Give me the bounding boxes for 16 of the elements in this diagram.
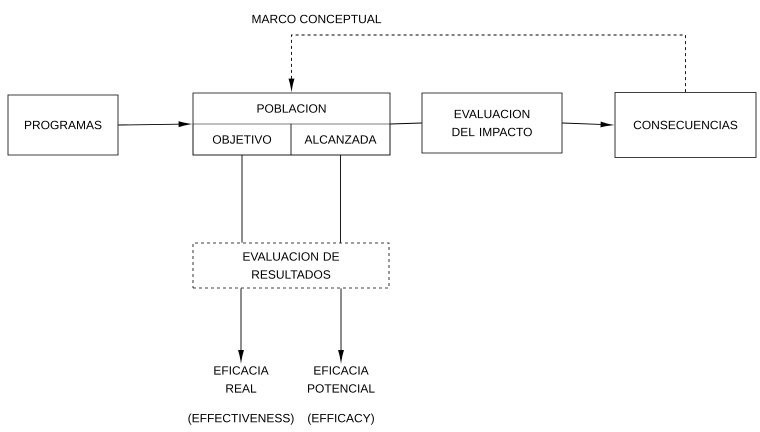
- edge-label: MARCO CONCEPTUAL: [250, 12, 384, 26]
- connector-line: [390, 122, 422, 124]
- table-cell: ALCANZADA: [290, 124, 390, 156]
- process-box: EVALUACION DEL IMPACTO: [422, 92, 562, 154]
- arrow: [238, 288, 244, 362]
- arrow: [288, 34, 686, 93]
- arrow: [118, 121, 190, 127]
- arrow: [338, 288, 344, 362]
- process-box: CONSECUENCIAS: [614, 92, 756, 158]
- connector-line: [340, 154, 341, 244]
- process-box: PROGRAMAS: [8, 94, 118, 156]
- outcome-text: EFICACIA REAL (EFFECTIVENESS): [188, 366, 294, 425]
- arrow: [562, 122, 612, 128]
- table-cell: OBJETIVO: [192, 124, 292, 156]
- outcome-text: EFICACIA POTENCIAL (EFFICACY): [308, 366, 375, 425]
- process-box: EVALUACION DE RESULTADOS: [192, 242, 390, 288]
